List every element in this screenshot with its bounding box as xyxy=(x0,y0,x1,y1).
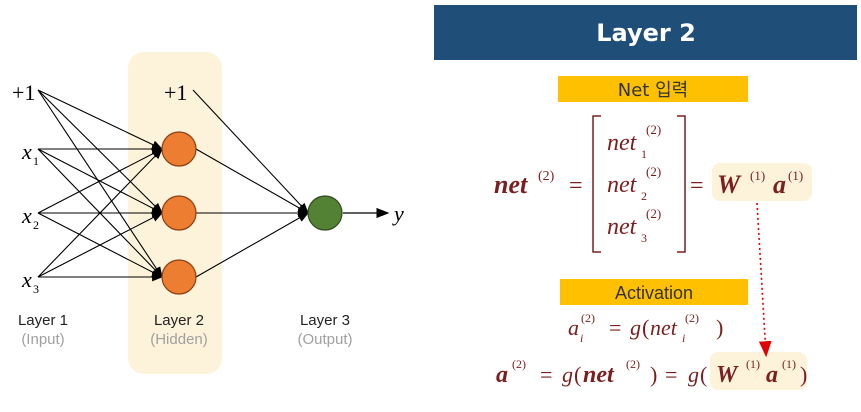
net-equation: net (2) = net 1 (2) net 2 (2) net 3 (2) … xyxy=(494,115,704,253)
activation-header: Activation xyxy=(615,283,693,303)
hidden-node-1 xyxy=(161,131,197,167)
net-row-3: net xyxy=(607,214,638,240)
svg-text:x: x xyxy=(21,203,32,228)
layer-2-role: (Hidden) xyxy=(150,331,208,348)
svg-text:i: i xyxy=(580,331,583,345)
svg-text:W: W xyxy=(717,170,742,199)
net-input-header-bg xyxy=(558,76,748,102)
dotted-link-arrow xyxy=(756,202,772,358)
panel-title-bar xyxy=(434,5,857,60)
hidden-bias-label: +1 xyxy=(164,80,187,105)
layer-2-label: Layer 2 xyxy=(154,312,204,329)
matrix-left-bracket xyxy=(592,115,601,253)
activation-header-bg xyxy=(560,279,748,305)
svg-text:): ) xyxy=(650,362,657,387)
svg-text:1: 1 xyxy=(33,154,39,168)
output-y-label: y xyxy=(392,201,404,226)
svg-text:(: ( xyxy=(700,362,707,387)
output-node xyxy=(307,195,343,231)
svg-text:(: ( xyxy=(574,362,581,387)
edge-input0-hidden1 xyxy=(37,89,163,150)
net-vector-sup: (2) xyxy=(538,169,555,184)
edge-input2-hidden1 xyxy=(37,148,163,214)
svg-text:1: 1 xyxy=(641,147,647,161)
matrix-right-bracket xyxy=(677,115,686,253)
activation-equation: a i (2) = g ( net i (2) ) xyxy=(568,311,723,345)
svg-text:(2): (2) xyxy=(512,357,526,371)
svg-text:(2): (2) xyxy=(646,206,661,221)
svg-text:(2): (2) xyxy=(685,311,699,325)
svg-text:(1): (1) xyxy=(782,357,796,371)
net-row-2: net xyxy=(607,172,638,198)
svg-text:g: g xyxy=(630,315,641,340)
svg-text:3: 3 xyxy=(33,282,39,296)
svg-text:x: x xyxy=(21,139,32,164)
layer-3-label: Layer 3 xyxy=(300,312,350,329)
layer-3-role: (Output) xyxy=(297,331,352,348)
net-vector-symbol: net xyxy=(494,170,528,199)
svg-text:a: a xyxy=(496,362,508,388)
hidden-node-2 xyxy=(161,195,197,231)
svg-text:g: g xyxy=(688,362,699,387)
edge-hidden1-output xyxy=(195,148,309,214)
svg-text:a: a xyxy=(773,170,786,199)
svg-text:(: ( xyxy=(642,315,649,340)
wa-product-top: W (1) a (1) xyxy=(717,168,803,199)
svg-text:=: = xyxy=(609,315,621,340)
input-x2-label: x 2 xyxy=(21,203,39,232)
net-row-1: net xyxy=(607,130,638,156)
svg-text:g: g xyxy=(562,362,573,387)
svg-text:net: net xyxy=(583,362,615,388)
svg-text:=: = xyxy=(569,173,583,199)
svg-text:=: = xyxy=(665,362,677,387)
svg-text:): ) xyxy=(800,362,807,387)
svg-text:a: a xyxy=(568,315,579,340)
svg-text:2: 2 xyxy=(33,218,39,232)
net-input-header: Net 입력 xyxy=(618,80,688,101)
edge-input3-hidden1 xyxy=(37,148,163,278)
network-edges xyxy=(37,89,310,282)
layer-1-label: Layer 1 xyxy=(18,312,68,329)
edge-input0-hidden3 xyxy=(37,89,163,278)
hidden-node-3 xyxy=(161,259,197,295)
svg-text:=: = xyxy=(690,173,704,199)
svg-text:(1): (1) xyxy=(750,168,765,183)
wa-highlight-bottom xyxy=(710,352,807,390)
input-bias-label: +1 xyxy=(12,80,35,105)
svg-text:(2): (2) xyxy=(646,122,661,137)
svg-text:=: = xyxy=(540,362,552,387)
edge-hidden3-output xyxy=(195,212,309,278)
svg-text:x: x xyxy=(21,267,32,292)
svg-text:(2): (2) xyxy=(646,164,661,179)
svg-text:i: i xyxy=(682,331,685,345)
svg-text:a: a xyxy=(766,362,778,388)
svg-text:net: net xyxy=(650,315,678,340)
svg-text:(2): (2) xyxy=(581,311,595,325)
input-x3-label: x 3 xyxy=(21,267,39,296)
svg-text:3: 3 xyxy=(641,231,647,245)
wa-highlight-top xyxy=(712,163,812,201)
svg-text:(1): (1) xyxy=(788,168,803,183)
edge-hiddenbias-output xyxy=(192,89,309,214)
input-x1-label: x 1 xyxy=(21,139,39,168)
edge-input3-hidden2 xyxy=(37,212,163,278)
edge-input0-hidden2 xyxy=(37,89,163,214)
svg-text:): ) xyxy=(716,315,723,340)
svg-text:(2): (2) xyxy=(626,357,640,371)
svg-text:W: W xyxy=(716,362,739,388)
layer-1-role: (Input) xyxy=(21,331,64,348)
vector-activation-equation: a (2) = g ( net (2) ) = g ( W (1) a (1) … xyxy=(496,357,807,388)
panel-title: Layer 2 xyxy=(596,19,696,47)
svg-text:2: 2 xyxy=(641,189,647,203)
svg-text:(1): (1) xyxy=(746,357,760,371)
